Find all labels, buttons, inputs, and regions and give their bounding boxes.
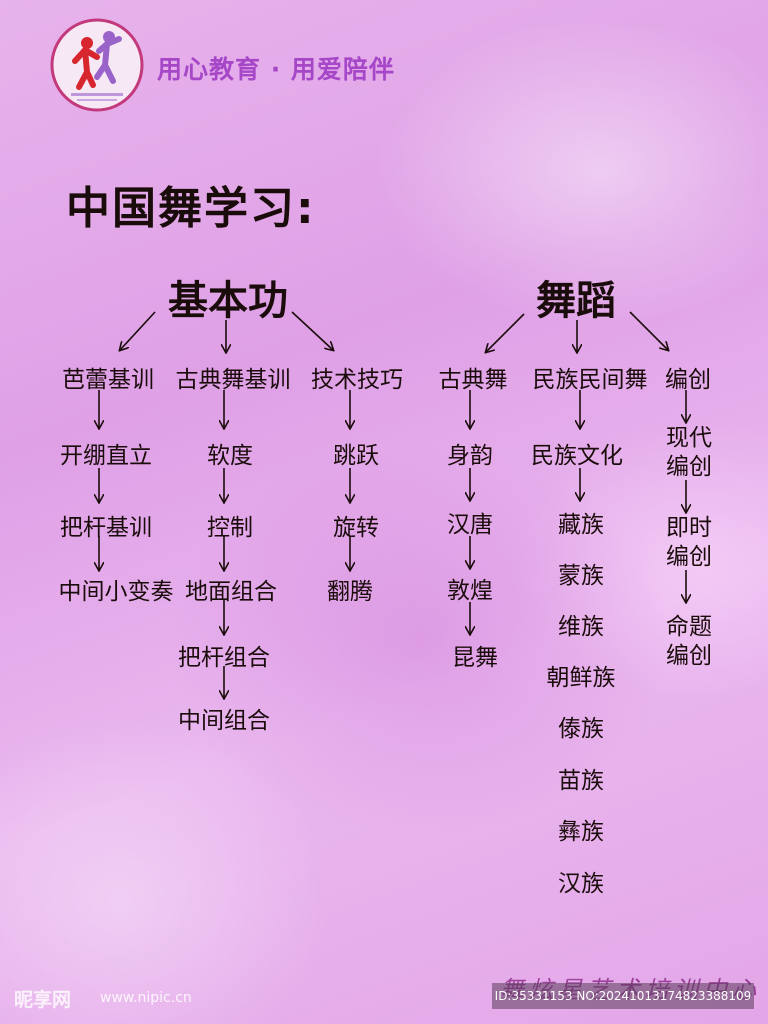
list-item: 命题编创 bbox=[666, 614, 712, 669]
list-item: 旋转 bbox=[333, 515, 379, 541]
arrow-basic-ballet bbox=[120, 311, 156, 350]
list-item: 现代编创 bbox=[666, 425, 712, 480]
arrow-basic-skills bbox=[291, 311, 333, 350]
list-item: 身韵 bbox=[447, 443, 493, 469]
list-item: 控制 bbox=[207, 515, 253, 541]
list-item: 中间小变奏 bbox=[58, 579, 174, 605]
image-id-bar: ID:35331153 NO:20241013174823388109 bbox=[492, 983, 754, 1009]
list-item: 敦煌 bbox=[447, 578, 493, 604]
list-item: 跳跃 bbox=[333, 443, 379, 469]
list-item: 维族 bbox=[558, 614, 604, 640]
dancer-logo-icon bbox=[50, 18, 144, 112]
list-item: 地面组合 bbox=[185, 579, 277, 605]
list-item: 藏族 bbox=[558, 512, 604, 538]
arrow-dance-creation bbox=[629, 311, 668, 350]
list-item: 傣族 bbox=[558, 716, 604, 742]
slogan: 用心教育 · 用爱陪伴 bbox=[157, 55, 395, 84]
list-item: 翻腾 bbox=[327, 579, 373, 605]
group-classical-basic: 古典舞基训 bbox=[175, 367, 291, 393]
list-item: 汉族 bbox=[558, 871, 604, 897]
list-item: 朝鲜族 bbox=[546, 665, 616, 691]
list-item: 把杆基训 bbox=[60, 515, 152, 541]
list-item: 蒙族 bbox=[558, 563, 604, 589]
list-item: 开绷直立 bbox=[60, 443, 152, 469]
list-item: 民族文化 bbox=[531, 443, 623, 469]
group-classical-dance: 古典舞 bbox=[438, 367, 508, 393]
list-item: 把杆组合 bbox=[178, 645, 270, 671]
group-creation: 编创 bbox=[665, 367, 711, 393]
list-item: 汉唐 bbox=[447, 512, 493, 538]
branch-dance: 舞蹈 bbox=[536, 278, 616, 324]
arrow-dance-classical bbox=[486, 313, 525, 352]
school-logo bbox=[49, 17, 145, 113]
watermark-url: www.nipic.cn bbox=[100, 990, 192, 1006]
list-item: 彝族 bbox=[558, 819, 604, 845]
list-item: 软度 bbox=[207, 443, 253, 469]
group-folk-dance: 民族民间舞 bbox=[532, 367, 648, 393]
branch-basic-skills: 基本功 bbox=[168, 278, 288, 324]
group-technique: 技术技巧 bbox=[311, 367, 403, 393]
group-ballet: 芭蕾基训 bbox=[62, 367, 154, 393]
page-title: 中国舞学习: bbox=[66, 183, 316, 234]
list-item: 即时编创 bbox=[666, 515, 712, 570]
watermark-site: 昵享网 bbox=[14, 989, 72, 1011]
list-item: 中间组合 bbox=[178, 708, 270, 734]
list-item: 昆舞 bbox=[452, 645, 498, 671]
list-item: 苗族 bbox=[558, 768, 604, 794]
